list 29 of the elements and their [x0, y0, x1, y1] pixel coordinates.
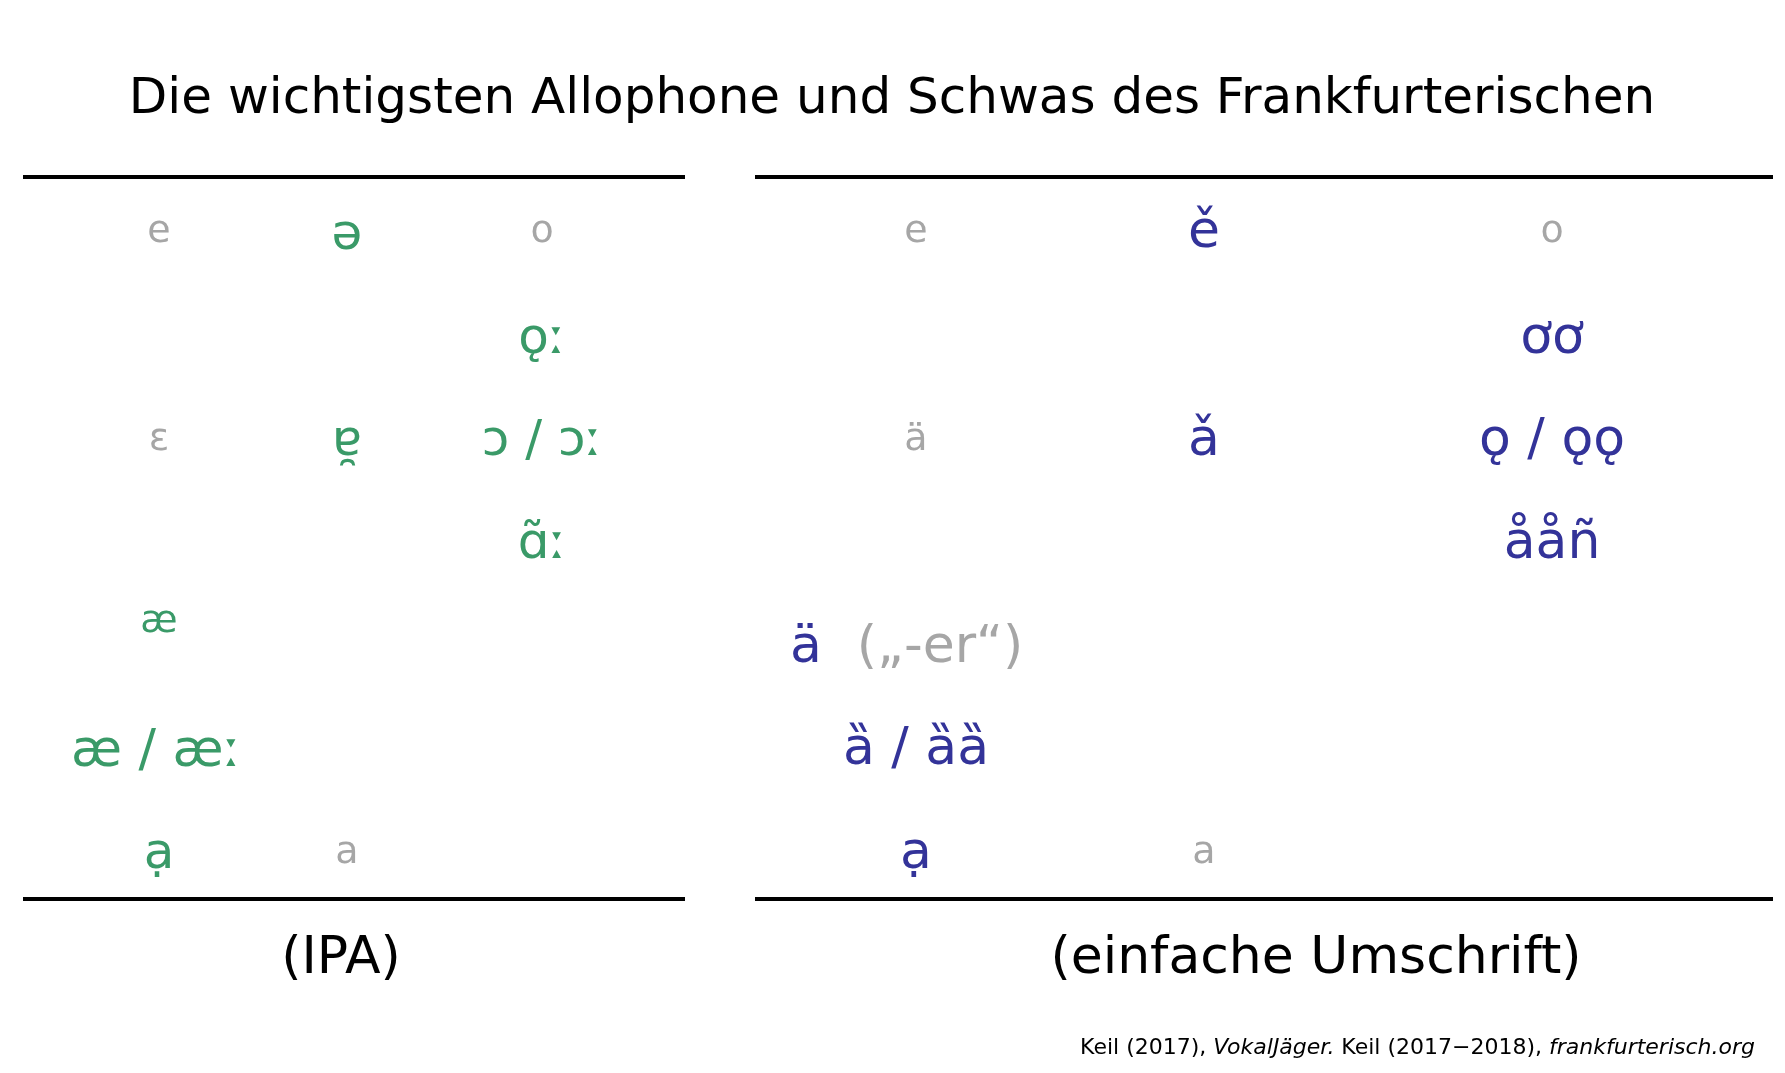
vowel-symbol: a — [1192, 830, 1216, 872]
vowel-symbol: ä — [904, 417, 928, 459]
vowel-symbol: ə — [331, 204, 363, 260]
vowel-symbol: æ / æː — [70, 720, 242, 778]
vowel-symbol: o — [1540, 209, 1564, 251]
vowel-symbol: o — [530, 209, 554, 251]
vowel-symbol: ɐ̯ — [332, 410, 362, 466]
vowel-symbol: ååñ — [1503, 512, 1601, 570]
note-text: („-er“) — [856, 616, 1024, 674]
vowel-symbol: ȁ / ȁȁ — [842, 718, 990, 776]
vowel-symbol: æ — [140, 599, 178, 641]
vowel-symbol: ɔ / ɔː — [481, 410, 603, 466]
vowel-symbol: ǫː — [518, 308, 566, 364]
diagram-title: Die wichtigsten Allophone und Schwas des Frankfurterischen — [128, 68, 1656, 124]
vowel-symbol: ɛ — [148, 417, 170, 459]
source-citation: Keil (2017), VokalJäger. Keil (2017−2018), frankfurterisch.org — [1080, 1034, 1755, 1060]
vowel-symbol: ä — [790, 616, 822, 674]
vowel-symbol: ǎ — [1188, 409, 1220, 467]
vowel-symbol: ạ — [143, 823, 175, 879]
vowel-symbol: ơơ — [1520, 307, 1584, 365]
panel-caption: (einfache Umschrift) — [1050, 927, 1582, 985]
vowel-symbol: ǫ / ǫǫ — [1479, 409, 1625, 467]
vowel-symbol: ạ — [900, 822, 932, 880]
vowel-symbol: e — [147, 209, 171, 251]
panel-caption: (IPA) — [281, 927, 401, 985]
vowel-symbol: ɑ̃ː — [517, 513, 567, 569]
vowel-symbol: ě — [1188, 201, 1220, 259]
vowel-symbol: e — [904, 209, 928, 251]
vowel-symbol: a — [335, 830, 359, 872]
